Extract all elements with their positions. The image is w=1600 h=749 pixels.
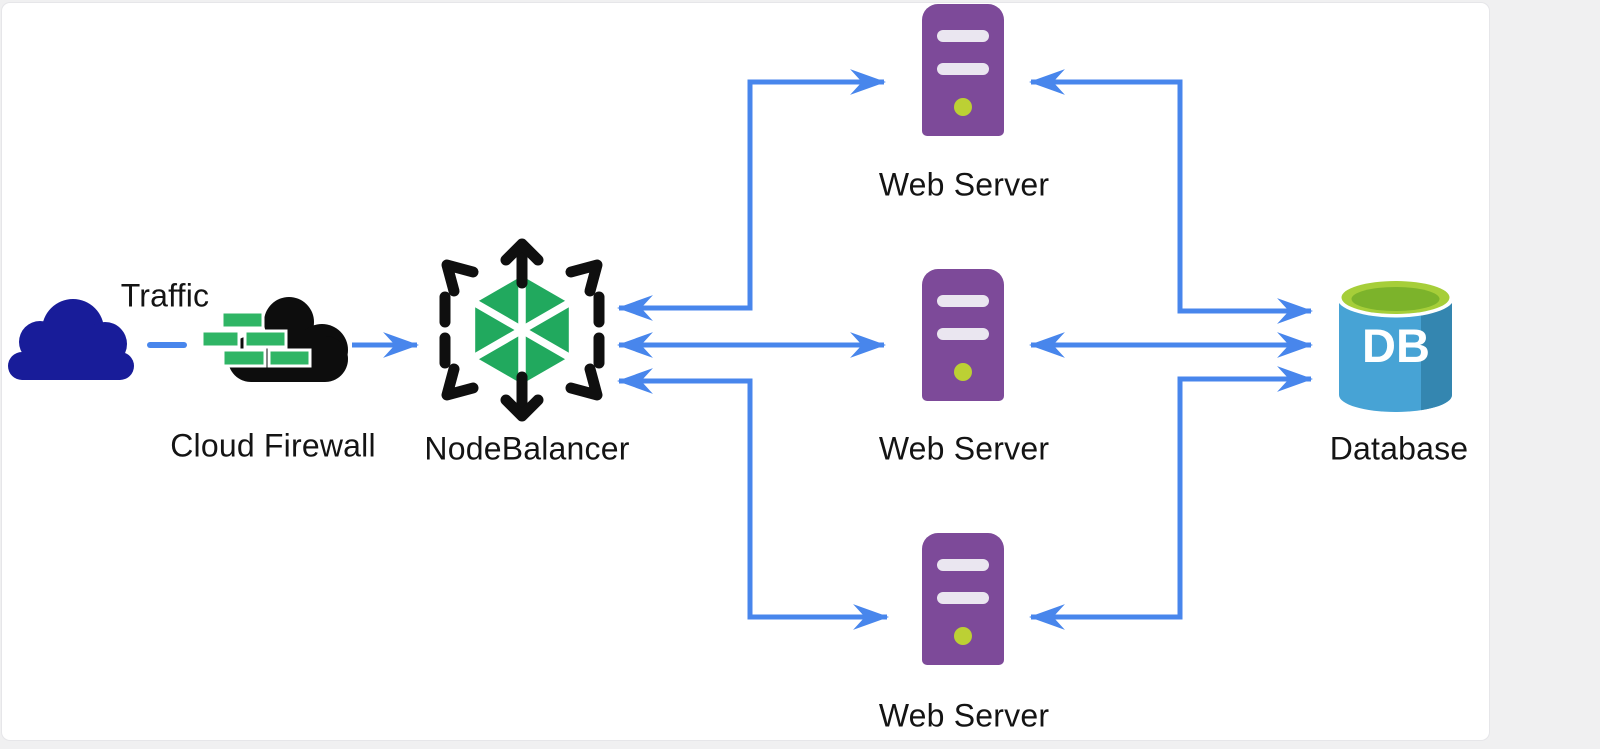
traffic-label: Traffic	[120, 277, 210, 314]
web-server-1-label: Web Server	[878, 166, 1050, 203]
connector-webserver3-database	[1028, 366, 1314, 630]
cloud-firewall-label: Cloud Firewall	[170, 427, 376, 464]
cloud-firewall-icon	[200, 297, 348, 382]
web-server-3-icon	[922, 533, 1004, 665]
web-server-2-icon	[922, 269, 1004, 401]
nodebalancer-label: NodeBalancer	[424, 430, 630, 467]
web-server-2-label: Web Server	[878, 430, 1050, 467]
connector-nodebalancer-webserver1	[616, 69, 887, 321]
web-server-3-label: Web Server	[878, 697, 1050, 734]
connector-webserver1-database	[1028, 69, 1314, 324]
database-icon: DB	[1337, 278, 1454, 412]
web-server-1-icon	[922, 4, 1004, 136]
database-label: Database	[1329, 430, 1469, 467]
connector-nodebalancer-webserver3	[616, 368, 890, 630]
traffic-cloud-icon	[8, 299, 134, 380]
nodebalancer-icon	[439, 238, 605, 422]
database-badge-text: DB	[1362, 319, 1430, 372]
